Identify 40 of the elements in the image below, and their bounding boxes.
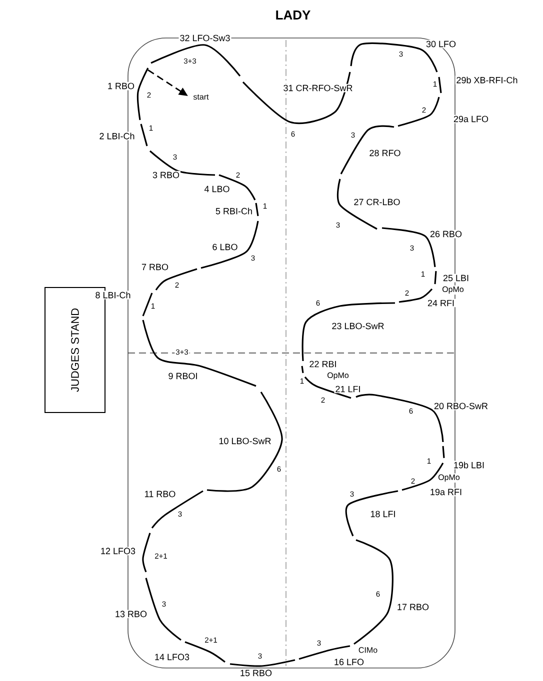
step-label: 26 RBO [428, 230, 463, 238]
step-label: 16 LFO [333, 658, 365, 666]
turn-label: OpMo [437, 473, 461, 483]
step-label: 22 RBI [308, 360, 338, 368]
step-label: 11 RBO [143, 490, 177, 498]
step-label: 23 LBO-SwR [330, 322, 386, 330]
turn-label: start [192, 93, 210, 101]
step-label: 7 RBO [140, 262, 170, 272]
step-label: 12 LFO3 [100, 546, 136, 556]
title: LADY [276, 10, 310, 20]
step-label: 2 LBI-Ch [98, 132, 136, 140]
turn-label: CIMo [357, 646, 379, 654]
step-label: 6 LBO [211, 242, 239, 252]
step-label: 19b LBI [452, 460, 486, 470]
step-label: 20 RBO-SwR [433, 402, 489, 410]
step-label: 10 LBO-SwR [218, 436, 272, 446]
step-label: 24 RFI [426, 298, 456, 308]
step-label: 15 RBO [239, 668, 273, 678]
step-label: 3 RBO [152, 170, 180, 180]
step-label: 18 LFI [369, 510, 397, 518]
step-label: 5 RBI-Ch [214, 206, 254, 216]
step-label: 31 CR-RFO-SwR [282, 84, 354, 92]
turn-label: OpMo [441, 285, 465, 295]
step-label: 4 LBO [203, 184, 231, 194]
step-label: 19a RFI [428, 488, 463, 496]
step-label: 29a LFO [452, 114, 490, 124]
turn-label: OpMo [326, 371, 350, 381]
step-label: 17 RBO [396, 602, 430, 612]
step-label: 32 LFO-Sw3 [178, 34, 232, 42]
step-label: 29b XB-RFI-Ch [455, 76, 519, 84]
step-label: 14 LFO3 [153, 652, 190, 662]
step-label: 1 RBO [106, 82, 136, 90]
step-label: 28 RFO [368, 148, 402, 158]
step-label: 13 RBO [114, 610, 148, 618]
step-label: 25 LBI [442, 274, 470, 282]
step-label: 9 RBOI [167, 372, 199, 380]
step-label: 21 LFI [334, 384, 362, 394]
step-label: 8 LBI-Ch [94, 290, 132, 300]
step-label: 30 LFO [424, 40, 457, 48]
step-label: 27 CR-LBO [352, 198, 402, 206]
